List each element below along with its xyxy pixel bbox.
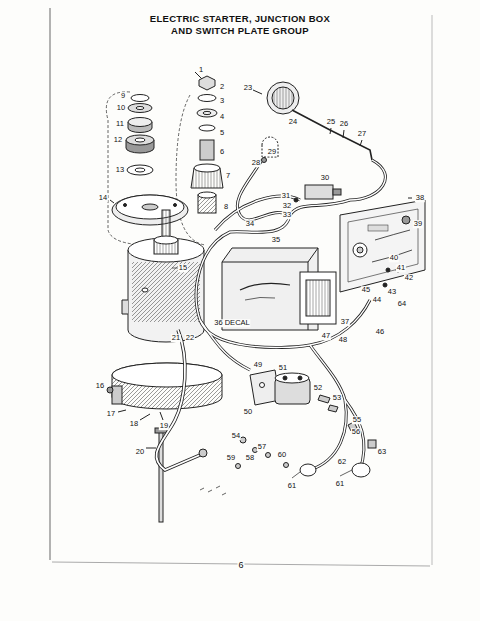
callout-number: 63 <box>377 448 387 456</box>
page-number: 6 <box>237 561 244 570</box>
callout-number: 42 <box>404 274 414 282</box>
callout-number: 56 <box>351 428 361 436</box>
callout-number: 8 <box>223 203 229 211</box>
callout-number: 20 <box>135 448 145 456</box>
callout-number: 17 <box>106 410 116 418</box>
callout-number: 13 <box>115 166 125 174</box>
callout-number: 2 <box>219 83 225 91</box>
callout-number: 55 <box>352 416 362 424</box>
callout-number: 27 <box>357 130 367 138</box>
callout-number: 60 <box>277 451 287 459</box>
callout-number: 33 <box>282 211 292 219</box>
callout-number: 7 <box>225 172 231 180</box>
callout-number: 4 <box>219 113 225 121</box>
callout-number: 29 <box>267 148 277 156</box>
callout-number: 12 <box>113 136 123 144</box>
callout-number: 43 <box>387 288 397 296</box>
callout-number: 61 <box>287 482 297 490</box>
callout-number: 37 <box>340 318 350 326</box>
callout-number: 36 DECAL <box>213 319 250 327</box>
callout-number: 41 <box>396 264 406 272</box>
callout-number: 28 <box>251 159 261 167</box>
callout-number: 5 <box>219 129 225 137</box>
callout-number: 59 <box>226 454 236 462</box>
callout-number: 31 <box>281 192 291 200</box>
callout-number: 58 <box>245 454 255 462</box>
callout-number: 11 <box>115 120 125 128</box>
callout-number: 51 <box>278 364 288 372</box>
callout-number: 26 <box>339 120 349 128</box>
callout-number: 15 <box>178 264 188 272</box>
callout-number: 46 <box>375 328 385 336</box>
callout-number: 48 <box>338 336 348 344</box>
callout-number: 14 <box>98 194 108 202</box>
callout-number: 34 <box>245 220 255 228</box>
callout-number: 32 <box>282 202 292 210</box>
callout-number: 49 <box>253 361 263 369</box>
callout-number: 53 <box>332 394 342 402</box>
callout-number: 24 <box>288 118 298 126</box>
callout-number: 50 <box>243 408 253 416</box>
callout-number: 19 <box>159 422 169 430</box>
callout-number: 47 <box>321 332 331 340</box>
callout-number: 54 <box>231 432 241 440</box>
callout-number: 16 <box>95 382 105 390</box>
callout-number: 64 <box>397 300 407 308</box>
callout-number: 61 <box>335 480 345 488</box>
callout-number: 45 <box>361 286 371 294</box>
page-title: ELECTRIC STARTER, JUNCTION BOX AND SWITC… <box>140 13 340 37</box>
callout-number: 38 <box>415 194 425 202</box>
callout-number: 1 <box>198 66 204 74</box>
callout-number: 25 <box>326 118 336 126</box>
callout-number: 40 <box>389 254 399 262</box>
callout-number: 22 <box>185 334 195 342</box>
callout-number: 10 <box>116 104 126 112</box>
callout-number: 18 <box>129 420 139 428</box>
callout-number: 62 <box>337 458 347 466</box>
callout-number: 35 <box>271 236 281 244</box>
callout-number: 9 <box>120 92 126 100</box>
callout-number: 21 <box>171 334 181 342</box>
callout-number: 30 <box>320 174 330 182</box>
callout-number: 44 <box>372 296 382 304</box>
callout-number: 23 <box>243 84 253 92</box>
callout-number: 39 <box>413 220 423 228</box>
callout-number: 3 <box>219 97 225 105</box>
callout-number: 6 <box>219 148 225 156</box>
callout-number: 57 <box>257 443 267 451</box>
callout-number: 52 <box>313 384 323 392</box>
